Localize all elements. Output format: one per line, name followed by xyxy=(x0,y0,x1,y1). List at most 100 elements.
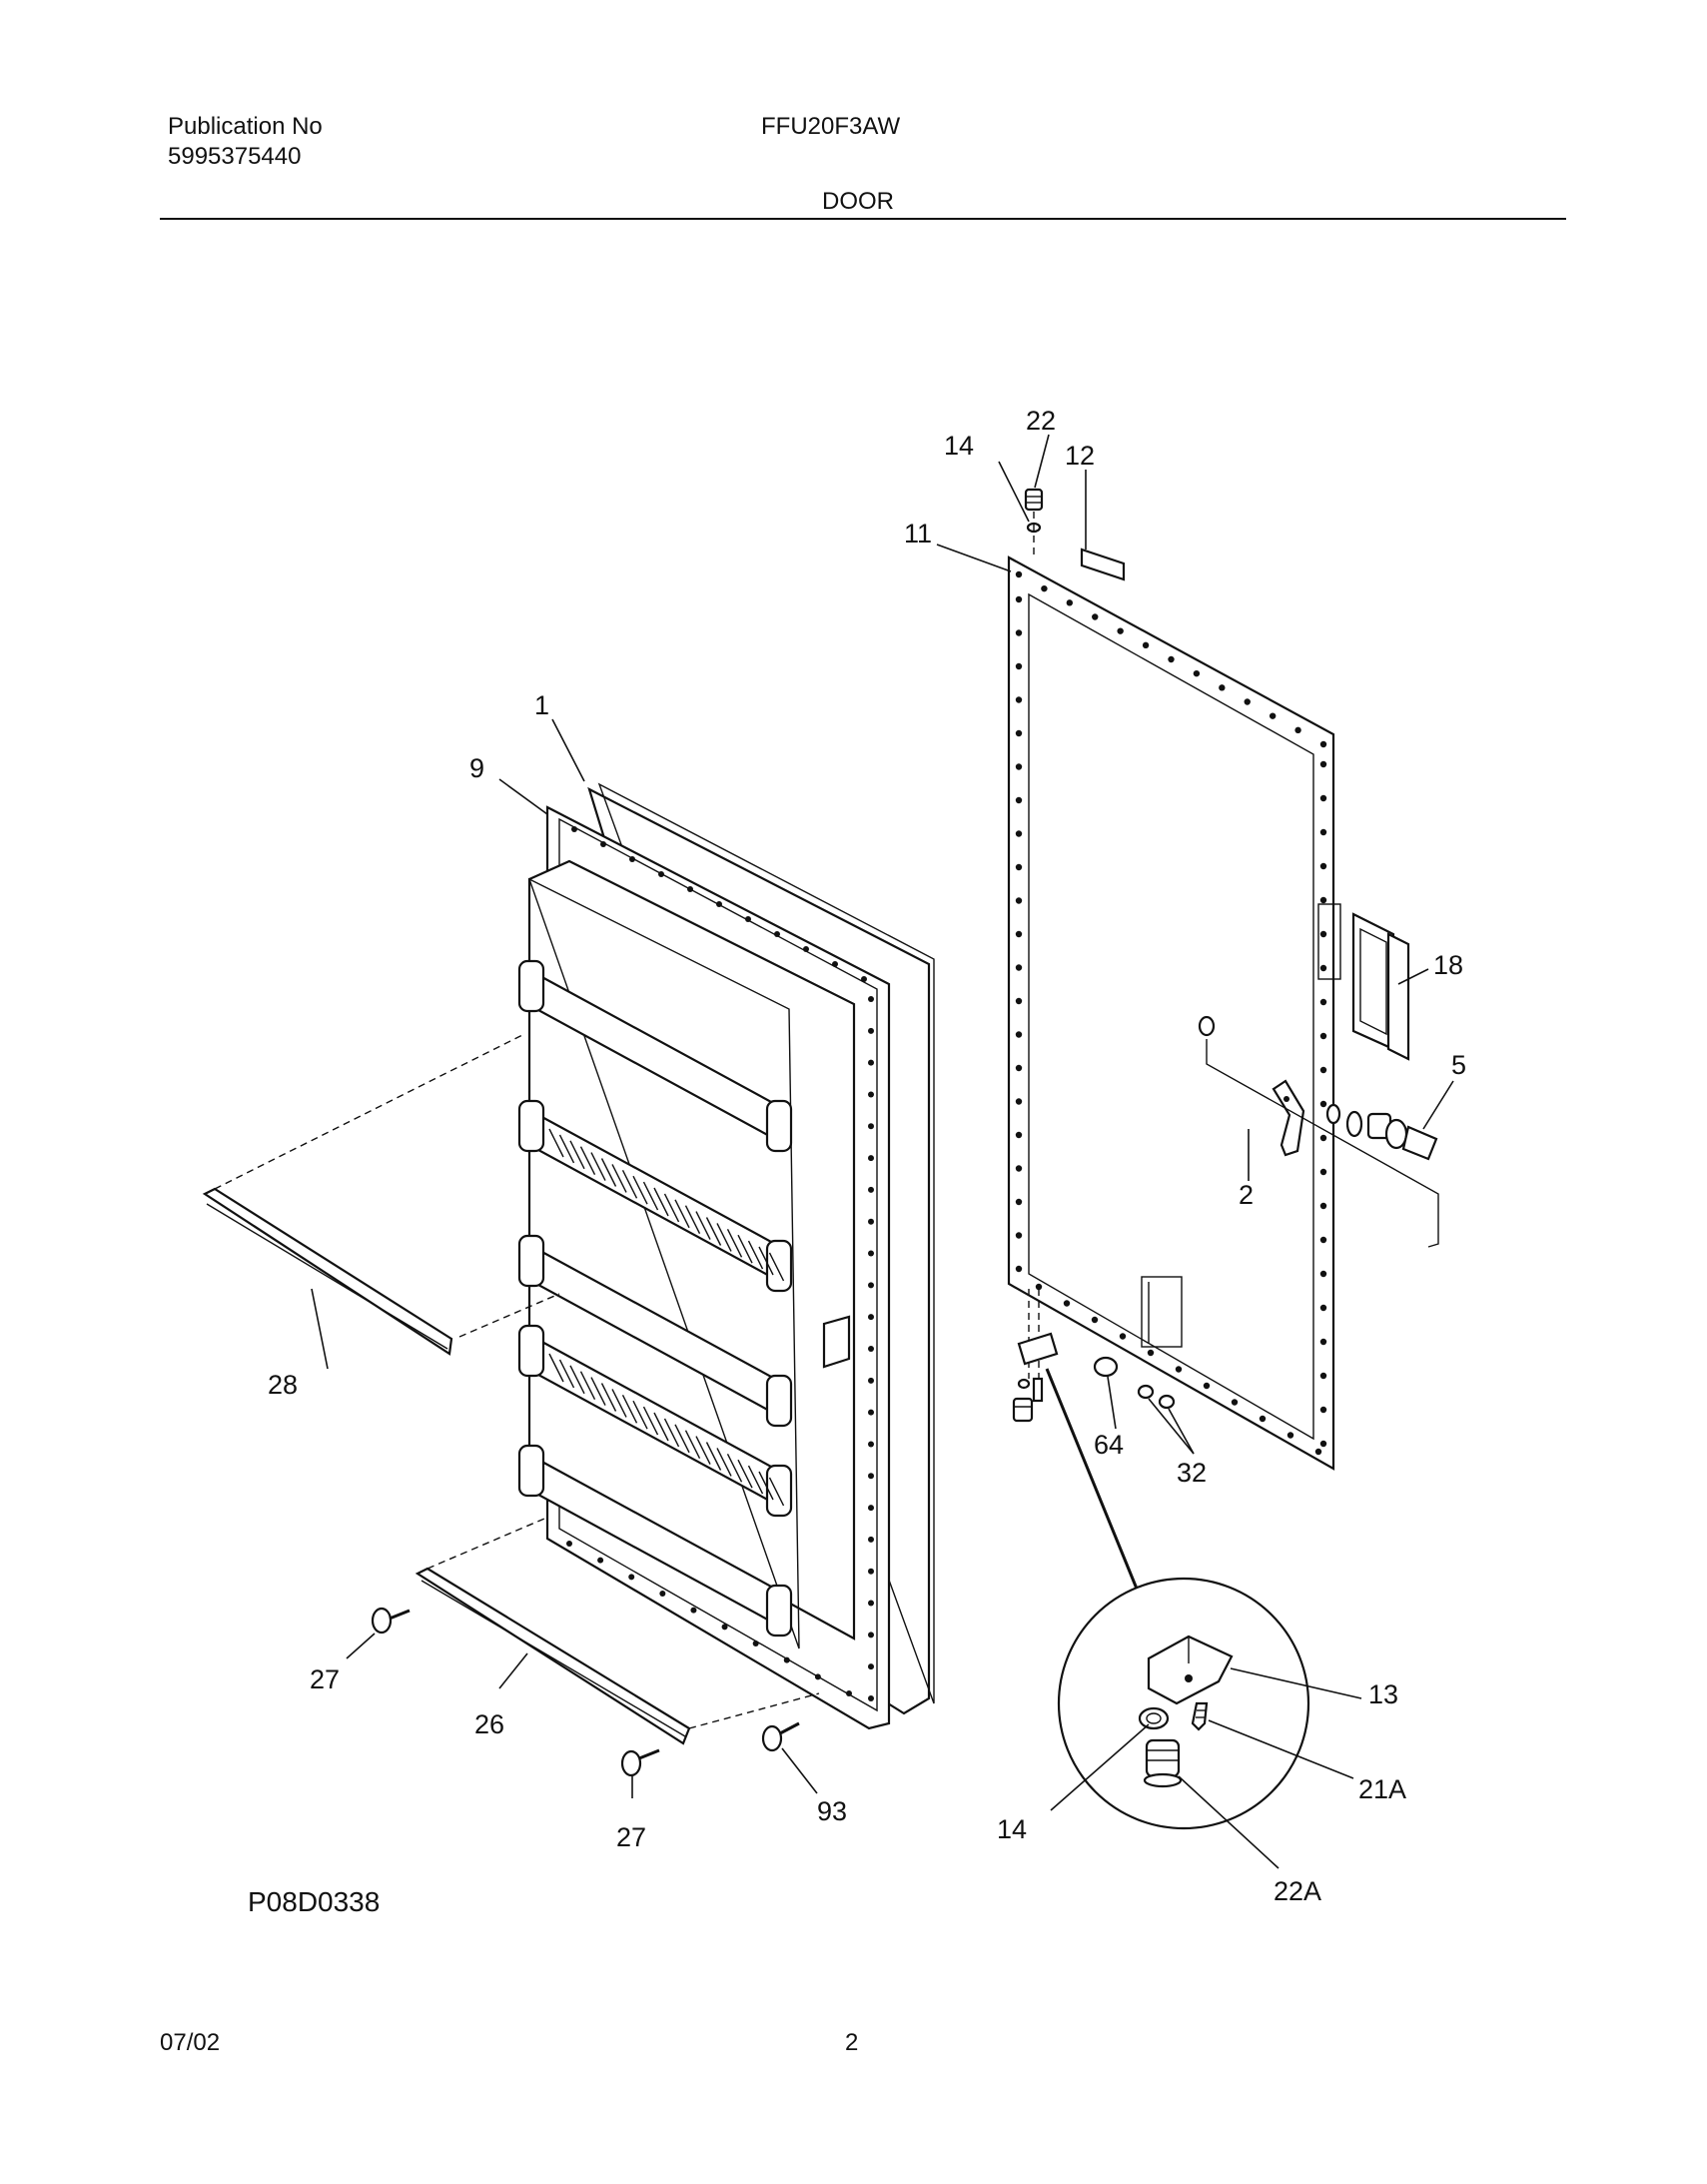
shelf-rib xyxy=(653,1412,669,1442)
panel-screw-hole xyxy=(1015,897,1023,904)
shelf-rib xyxy=(600,1158,617,1187)
callout-22: 22 xyxy=(1026,406,1056,436)
frame-screw-hole xyxy=(868,1186,874,1193)
callout-26: 26 xyxy=(474,1709,504,1739)
panel-screw-hole xyxy=(1259,1415,1267,1423)
frame-screw-hole xyxy=(868,1027,874,1034)
frame-screw-hole xyxy=(868,1091,874,1098)
panel-screw-hole xyxy=(1066,599,1074,606)
frame-screw-hole xyxy=(803,946,809,952)
callout-2: 2 xyxy=(1239,1180,1254,1210)
panel-screw-hole xyxy=(1015,696,1023,703)
frame-screw-hole xyxy=(868,1346,874,1352)
callout-27-lower: 27 xyxy=(616,1822,646,1852)
panel-screw-hole xyxy=(1015,1198,1023,1206)
panel-screw-hole xyxy=(1015,1064,1023,1072)
panel-screw-hole xyxy=(1319,1304,1327,1312)
panel-screw-hole xyxy=(1035,1283,1043,1291)
shelf-end-cap xyxy=(765,1584,793,1638)
shelf-rib xyxy=(558,1359,575,1389)
panel-screw-hole xyxy=(1147,1349,1155,1357)
panel-screw-hole xyxy=(1319,760,1327,768)
shelf-rib xyxy=(726,1228,743,1258)
frame-screw-hole xyxy=(868,1409,874,1416)
shelf-rib xyxy=(758,1246,774,1276)
panel-screw-hole xyxy=(1015,1031,1023,1038)
screw-93 xyxy=(761,1721,800,1752)
shelf-rib xyxy=(632,1175,648,1205)
callout-32: 32 xyxy=(1177,1458,1207,1488)
shelf-rib xyxy=(621,1394,638,1424)
shelf-rib xyxy=(737,1459,753,1489)
shelf-rib xyxy=(642,1181,659,1211)
frame-screw-hole xyxy=(783,1656,790,1663)
shelf-end-cap xyxy=(765,1464,793,1518)
panel-screw-hole xyxy=(1319,1406,1327,1414)
frame-screw-hole xyxy=(745,916,751,922)
frame-screw-hole xyxy=(629,856,635,862)
shelf-rib xyxy=(621,1169,638,1199)
callout-64: 64 xyxy=(1094,1430,1124,1460)
shelf-rib xyxy=(758,1471,774,1501)
shelf-rib xyxy=(737,1234,753,1264)
panel-screw-hole xyxy=(1319,998,1327,1006)
callout-11: 11 xyxy=(904,519,932,548)
frame-screw-hole xyxy=(690,1607,697,1614)
panel-screw-hole xyxy=(1319,930,1327,938)
frame-screw-hole xyxy=(658,871,664,877)
frame-screw-hole xyxy=(868,996,874,1002)
callout-1: 1 xyxy=(534,690,549,720)
top-hinge-screw xyxy=(1024,488,1044,554)
door-liner-assembly xyxy=(517,782,935,1730)
shelf-rib xyxy=(663,1193,680,1223)
frame-screw-hole xyxy=(868,1218,874,1225)
panel-screw-hole xyxy=(1117,627,1124,634)
shelf-rib xyxy=(716,1448,732,1477)
shelf-rib xyxy=(663,1418,680,1448)
panel-screw-hole xyxy=(1319,1338,1327,1346)
shelf-rib xyxy=(726,1453,743,1483)
shelf-rib xyxy=(684,1205,701,1235)
shelf-rib xyxy=(558,1134,575,1164)
bottom-shelf-bar xyxy=(415,1518,820,1745)
outer-door-panel xyxy=(1007,555,1341,1471)
lock-assembly xyxy=(1198,1015,1439,1248)
panel-screw-hole xyxy=(1041,584,1048,592)
shelf-rib xyxy=(705,1442,722,1471)
callout-21a: 21A xyxy=(1358,1774,1406,1804)
frame-screw-hole xyxy=(868,1600,874,1607)
leader-lines xyxy=(311,434,1454,1869)
panel-screw-hole xyxy=(1319,1134,1327,1142)
callout-9: 9 xyxy=(469,753,484,783)
shelf-rib xyxy=(600,1383,617,1412)
shelf-rib xyxy=(590,1152,606,1181)
frame-screw-hole xyxy=(868,1123,874,1130)
frame-screw-hole xyxy=(814,1673,821,1680)
shelf-end-cap xyxy=(517,1324,545,1378)
panel-screw-hole xyxy=(1015,570,1023,578)
panel-screw-hole xyxy=(1015,595,1023,603)
panel-screw-hole xyxy=(1319,1168,1327,1176)
frame-screw-hole xyxy=(566,1541,572,1547)
frame-screw-hole xyxy=(659,1591,666,1597)
panel-screw-hole xyxy=(1015,1131,1023,1139)
frame-screw-hole xyxy=(868,1536,874,1543)
page-number: 2 xyxy=(845,2029,859,2056)
shelf-rib xyxy=(747,1465,764,1495)
label-strip xyxy=(1080,470,1126,581)
door-handle xyxy=(1351,912,1410,1061)
frame-screw-hole xyxy=(868,1282,874,1289)
panel-screw-hole xyxy=(1319,862,1327,870)
shelf-end-cap xyxy=(517,1444,545,1498)
panel-screw-hole xyxy=(1015,1232,1023,1239)
panel-screw-hole xyxy=(1319,740,1327,748)
panel-screw-hole xyxy=(1219,684,1226,691)
shelf-rib xyxy=(611,1164,627,1193)
panel-screw-hole xyxy=(1319,1202,1327,1210)
frame-screw-hole xyxy=(868,1568,874,1575)
frame-screw-hole xyxy=(868,1155,874,1162)
shelf-end-cap xyxy=(765,1099,793,1153)
shelf-rib xyxy=(642,1406,659,1436)
frame-screw-hole xyxy=(687,886,693,892)
